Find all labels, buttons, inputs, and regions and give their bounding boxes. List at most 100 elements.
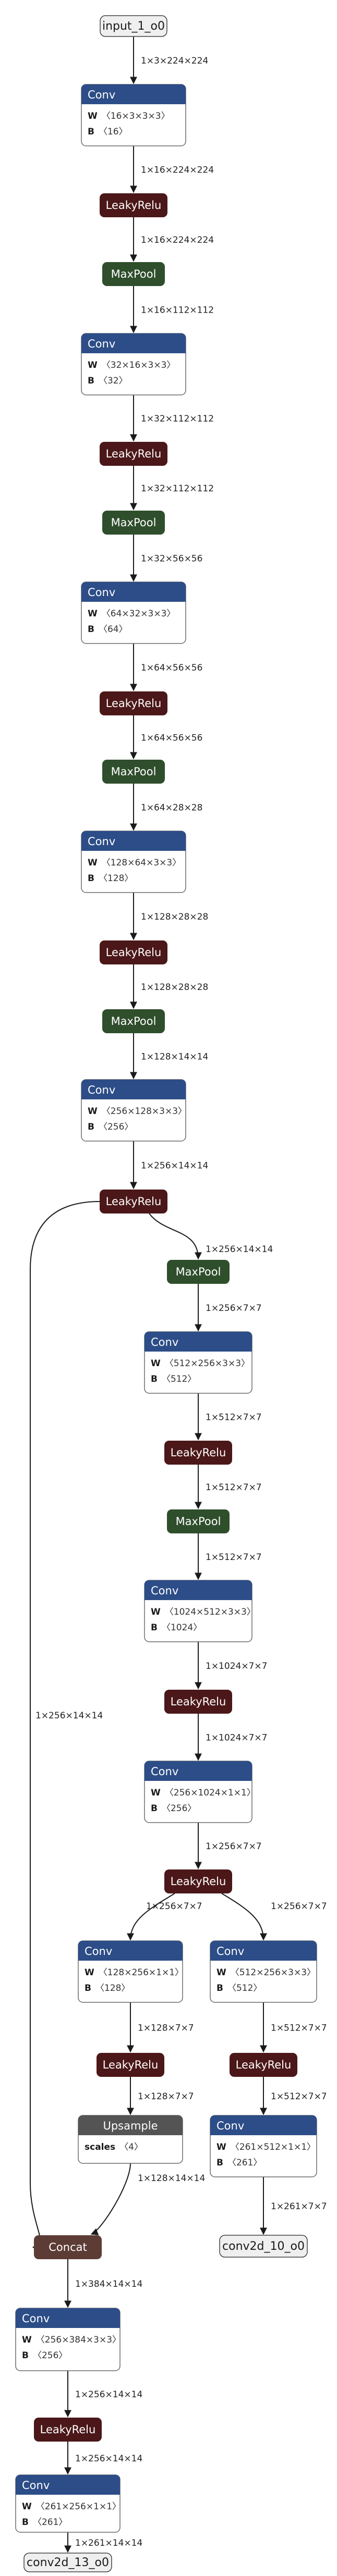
leakyrelu-label: LeakyRelu (106, 946, 162, 959)
edge-pool5-to-conv6: 1×256×7×7 (195, 1284, 262, 1332)
edge-pool6-to-conv7: 1×512×7×7 (195, 1533, 262, 1580)
edge-conv4-to-relu4: 1×128×28×28 (130, 893, 208, 940)
edge-relu2-to-pool2: 1×32×112×112 (130, 466, 214, 511)
maxpool-label: MaxPool (176, 1515, 221, 1528)
edge-line (221, 1893, 267, 1941)
node-pool3[interactable]: MaxPool (102, 760, 165, 784)
edge-label: 1×256×7×7 (146, 1901, 202, 1912)
node-concat[interactable]: Concat (34, 2235, 102, 2259)
edge-conv6-to-relu6: 1×512×7×7 (195, 1393, 262, 1441)
node-relu11[interactable]: LeakyRelu (34, 2418, 102, 2442)
node-relu4[interactable]: LeakyRelu (100, 940, 167, 964)
edge-label: 1×32×56×56 (141, 554, 202, 564)
node-pool6[interactable]: MaxPool (167, 1509, 230, 1533)
maxpool-label: MaxPool (111, 268, 157, 280)
edge-relu3-to-pool3: 1×64×56×56 (130, 715, 202, 760)
node-pool1[interactable]: MaxPool (102, 262, 165, 286)
maxpool-box (167, 1509, 230, 1533)
edge-label: 1×512×7×7 (206, 1552, 262, 1563)
node-relu9[interactable]: LeakyRelu (97, 2053, 164, 2077)
attribute-w: W〈261×512×1×1〉 (216, 2142, 316, 2152)
node-out1[interactable]: conv2d_10_o0 (219, 2235, 308, 2258)
node-relu7[interactable]: LeakyRelu (164, 1690, 232, 1714)
edge-line (90, 2163, 131, 2235)
edge-conv1-to-relu1: 1×16×224×224 (130, 146, 214, 193)
node-relu2[interactable]: LeakyRelu (100, 442, 167, 466)
conv-header (81, 1080, 186, 1099)
node-relu1[interactable]: LeakyRelu (100, 193, 167, 217)
io-node-label: input_1_o0 (102, 20, 165, 33)
attribute-b: B〈16〉 (88, 127, 128, 137)
edge-label: 1×128×14×14 (141, 1052, 208, 1062)
edge-relu7-to-conv8: 1×1024×7×7 (195, 1714, 267, 1761)
leakyrelu-label: LeakyRelu (236, 2059, 292, 2071)
edge-conv2-to-relu2: 1×32×112×112 (130, 395, 214, 442)
conv-header (145, 1580, 252, 1600)
leakyrelu-box (100, 691, 167, 715)
edge-label: 1×256×7×7 (206, 1841, 262, 1852)
conv-label: Conv (88, 338, 115, 350)
concat-label: Concat (49, 2241, 87, 2253)
leakyrelu-box (164, 1441, 232, 1465)
node-relu5[interactable]: LeakyRelu (100, 1190, 167, 1213)
conv-label: Conv (88, 89, 115, 101)
conv-label: Conv (88, 586, 115, 599)
node-relu6[interactable]: LeakyRelu (164, 1441, 232, 1465)
node-relu8[interactable]: LeakyRelu (164, 1869, 232, 1893)
conv-header (81, 582, 186, 602)
edge-pool2-to-conv3: 1×32×56×56 (130, 535, 202, 582)
conv-header (145, 1332, 252, 1352)
conv-label: Conv (216, 2120, 244, 2132)
edge-pool4-to-conv5: 1×128×14×14 (130, 1033, 208, 1080)
edge-label: 1×256×14×14 (35, 1711, 103, 1721)
node-input[interactable]: input_1_o0 (100, 15, 167, 37)
attribute-w: W〈128×256×1×1〉 (85, 1967, 184, 1978)
attribute-w: W〈256×1024×1×1〉 (151, 1788, 256, 1798)
conv-header (16, 2475, 120, 2495)
maxpool-label: MaxPool (111, 765, 157, 778)
edge-label: 1×512×7×7 (271, 2091, 327, 2102)
edge-conv7-to-relu7: 1×1024×7×7 (195, 1642, 267, 1690)
attribute-scales: scales〈4〉 (85, 2142, 143, 2152)
leakyrelu-box (97, 2053, 164, 2077)
edge-conv13-to-out2: 1×261×14×14 (64, 2532, 142, 2553)
edge-label: 1×64×28×28 (141, 803, 202, 813)
conv-label: Conv (22, 2479, 50, 2492)
edge-conv11-to-out1: 1×261×7×7 (260, 2177, 327, 2235)
edge-relu8-to-conv10: 1×256×7×7 (221, 1893, 327, 1941)
edge-label: 1×512×7×7 (206, 1413, 262, 1423)
node-out2[interactable]: conv2d_13_o0 (23, 2553, 112, 2572)
edge-label: 1×261×7×7 (271, 2201, 327, 2212)
edge-concat-to-conv12: 1×384×14×14 (64, 2259, 142, 2308)
node-pool4[interactable]: MaxPool (102, 1009, 165, 1033)
leakyrelu-box (100, 193, 167, 217)
node-pool5[interactable]: MaxPool (167, 1260, 230, 1284)
edge-input-to-conv1: 1×3×224×224 (130, 36, 208, 84)
edge-label: 1×256×14×14 (75, 2454, 142, 2464)
attribute-b: B〈1024〉 (151, 1623, 202, 1633)
concat-box (34, 2235, 102, 2259)
node-relu10[interactable]: LeakyRelu (230, 2053, 297, 2077)
edge-conv8-to-relu8: 1×256×7×7 (195, 1823, 262, 1869)
node-pool2[interactable]: MaxPool (102, 511, 165, 535)
maxpool-box (102, 760, 165, 784)
conv-header (81, 831, 186, 851)
attribute-b: B〈256〉 (88, 1122, 133, 1132)
conv-label: Conv (151, 1765, 178, 1778)
edge-relu8-to-conv9: 1×256×7×7 (127, 1893, 202, 1941)
node-relu3[interactable]: LeakyRelu (100, 691, 167, 715)
